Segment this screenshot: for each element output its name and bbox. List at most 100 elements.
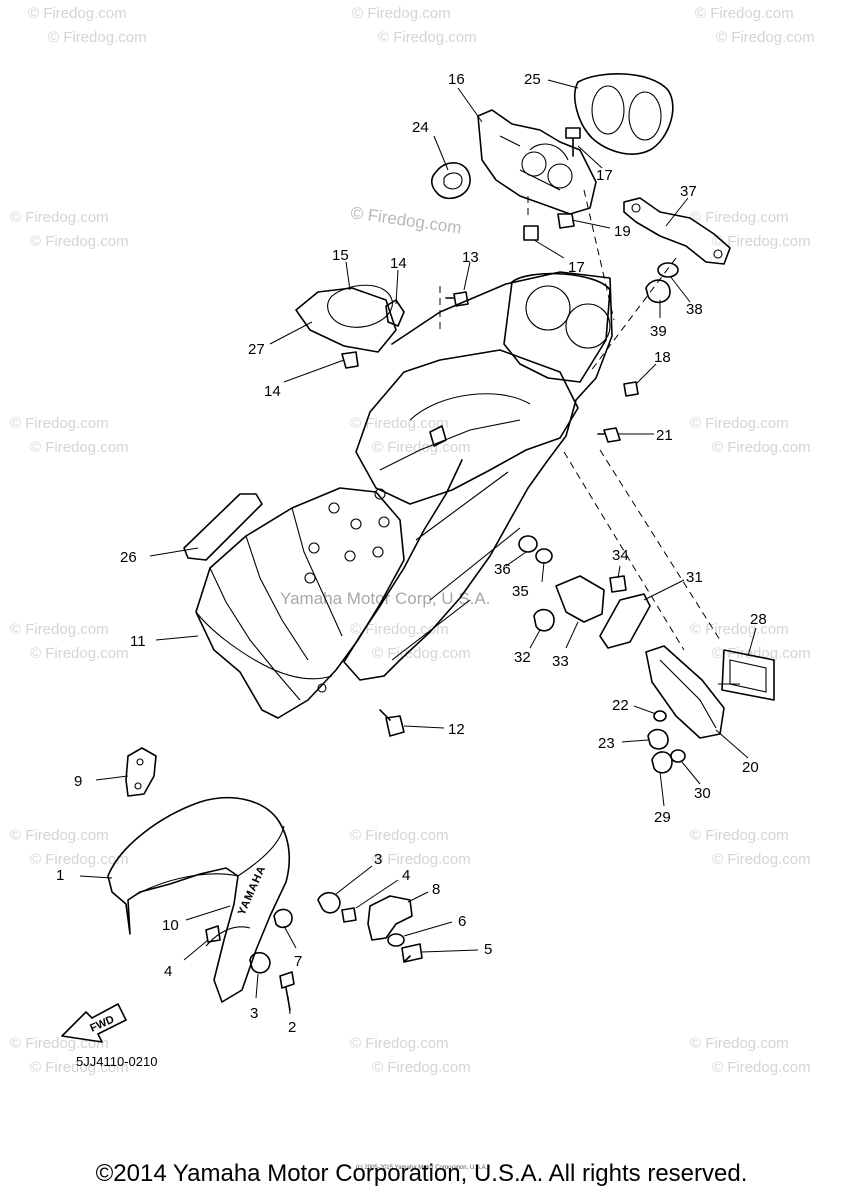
rear-fender-assembly	[183, 271, 639, 737]
clip-14-upper	[385, 299, 405, 327]
leader-line	[457, 87, 483, 123]
meter-cover	[574, 73, 674, 155]
callout-17: 17	[568, 259, 585, 276]
callout-32: 32	[514, 649, 531, 666]
callout-4: 4	[164, 963, 172, 980]
screw-18	[623, 381, 639, 397]
callout-31: 31	[686, 569, 703, 586]
leader-line	[287, 995, 291, 1015]
leader-line	[155, 635, 199, 641]
callout-38: 38	[686, 301, 703, 318]
callout-30: 30	[694, 785, 711, 802]
callout-17: 17	[596, 167, 613, 184]
callout-2: 2	[288, 1019, 296, 1036]
front-fender-assembly: YAMAHA FWD	[61, 747, 423, 1043]
callout-8: 8	[432, 881, 440, 898]
callout-27: 27	[248, 341, 265, 358]
bracket-hole	[134, 782, 142, 790]
watermark: © Firedog.com	[30, 645, 129, 662]
mount-boss	[304, 572, 316, 584]
watermark: © Firedog.com	[10, 415, 109, 432]
leader-line	[659, 771, 665, 807]
meter-gauge-right	[547, 163, 573, 189]
callout-20: 20	[742, 759, 759, 776]
watermark: © Firedog.com	[352, 5, 451, 22]
callout-25: 25	[524, 71, 541, 88]
rear-fender-body	[343, 271, 613, 681]
diagram-code: 5JJ4110-0210	[76, 1054, 157, 1069]
watermark: © Firedog.com	[712, 439, 811, 456]
leader-line	[433, 135, 449, 171]
meter-gauge-left	[521, 151, 547, 177]
nut-19	[557, 213, 575, 229]
watermark: © Firedog.com	[30, 233, 129, 250]
callout-labels: 1 2 3 3 4 4 5 6 7 8 9 10 11 12 13 14 14 …	[56, 71, 767, 1036]
leader-line	[421, 949, 479, 953]
watermark-layer: © Firedog.com © Firedog.com © Firedog.co…	[10, 5, 815, 1076]
watermark: © Firedog.com	[372, 1059, 471, 1076]
battery-box-rim	[195, 611, 333, 680]
bracket-hole	[713, 249, 723, 259]
leader-line	[635, 363, 657, 385]
plate-bracket-edge	[659, 659, 717, 729]
callout-14: 14	[264, 383, 281, 400]
callout-7: 7	[294, 953, 302, 970]
bolt-5	[401, 943, 423, 963]
callout-10: 10	[162, 917, 179, 934]
front-fender-1	[107, 796, 291, 1003]
callout-28: 28	[750, 611, 767, 628]
nut-34	[609, 575, 627, 593]
taillight-opening-left	[525, 285, 571, 331]
fwd-arrow	[61, 1003, 127, 1043]
leader-line	[335, 865, 373, 895]
leader-line	[407, 891, 429, 903]
leader-line	[541, 561, 545, 583]
watermark-stamp: © Firedog.com	[349, 203, 462, 237]
watermark: © Firedog.com	[48, 29, 147, 46]
washer-22	[653, 710, 667, 722]
callout-12: 12	[448, 721, 465, 738]
bracket-hole	[631, 203, 641, 213]
nut-4-right	[341, 907, 357, 923]
watermark: © Firedog.com	[350, 621, 449, 638]
callout-36: 36	[494, 561, 511, 578]
meter-housing-detail	[499, 135, 569, 191]
watermark: © Firedog.com	[378, 29, 477, 46]
rear-fender-rail	[391, 471, 521, 661]
washer-35	[535, 548, 553, 564]
callout-5: 5	[484, 941, 492, 958]
mount-boss	[317, 683, 327, 693]
bracket-33	[555, 575, 605, 623]
watermark: © Firedog.com	[10, 209, 109, 226]
bolt-2	[279, 971, 295, 1011]
license-light-lens	[729, 659, 767, 693]
damper-39	[645, 279, 671, 304]
leader-line	[547, 79, 579, 89]
callout-24: 24	[412, 119, 429, 136]
grommet	[430, 162, 471, 200]
leader-line	[403, 921, 453, 937]
watermark: © Firedog.com	[350, 827, 449, 844]
callout-29: 29	[654, 809, 671, 826]
mount-boss	[344, 550, 356, 562]
bracket-hole	[136, 758, 144, 766]
washer-30	[670, 749, 686, 763]
meter-cover-lens-right	[628, 91, 662, 141]
watermark: © Firedog.com	[690, 1035, 789, 1052]
watermark: © Firedog.com	[10, 621, 109, 638]
clip-14-lower	[341, 351, 359, 369]
watermark: © Firedog.com	[712, 645, 811, 662]
screw-17-upper	[565, 127, 581, 157]
callout-33: 33	[552, 653, 569, 670]
watermark: © Firedog.com	[712, 1059, 811, 1076]
mount-boss	[372, 546, 384, 558]
callout-11: 11	[130, 633, 146, 650]
leader-line	[633, 705, 657, 715]
screw-21	[597, 427, 621, 443]
callout-9: 9	[74, 773, 82, 790]
callout-35: 35	[512, 583, 529, 600]
strip-26	[183, 493, 263, 561]
leader-lines	[79, 79, 757, 1015]
leader-line	[345, 261, 351, 291]
